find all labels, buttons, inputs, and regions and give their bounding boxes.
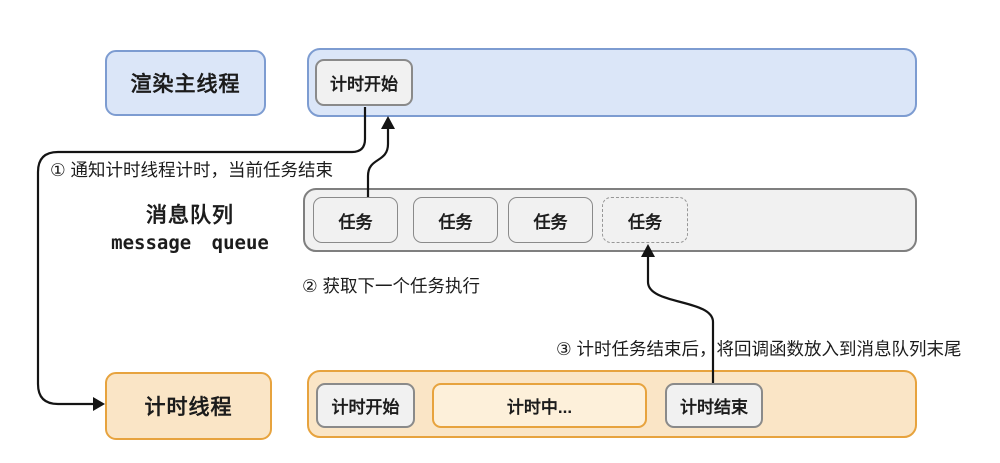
message-queue-title-zh: 消息队列 xyxy=(146,204,234,227)
timer-end-chip-label: 计时结束 xyxy=(680,398,748,417)
timer-thread-box: 计时线程 xyxy=(105,372,272,440)
task-box-1: 任务 xyxy=(313,197,398,243)
line-step2-next-task xyxy=(366,127,390,197)
task-label: 任务 xyxy=(438,212,473,232)
annotation-step3: ③ 计时任务结束后，将回调函数放入到消息队列末尾 xyxy=(556,339,962,359)
task-label: 任务 xyxy=(338,212,373,232)
timing-chip-label: 计时中... xyxy=(506,398,573,417)
timer-end-chip: 计时结束 xyxy=(665,383,763,428)
timer-start-chip-bottom: 计时开始 xyxy=(316,383,415,428)
task-box-2: 任务 xyxy=(413,197,498,243)
timer-start-chip-bottom-label: 计时开始 xyxy=(331,398,400,417)
annotation-step1: ① 通知计时线程计时，当前任务结束 xyxy=(50,160,334,180)
timer-start-chip-top-label: 计时开始 xyxy=(330,75,398,94)
line-step1-notify xyxy=(36,107,367,406)
render-thread-label: 渲染主线程 xyxy=(130,73,241,96)
task-box-3: 任务 xyxy=(508,197,593,243)
task-box-dashed: 任务 xyxy=(602,197,688,243)
arrowhead-step2 xyxy=(381,116,395,129)
line-step3-callback xyxy=(646,255,715,383)
message-queue-title: 消息队列 message queue xyxy=(70,199,310,254)
timing-chip: 计时中... xyxy=(432,383,647,428)
timer-thread-label: 计时线程 xyxy=(144,396,233,419)
message-queue-title-en: message queue xyxy=(111,232,269,254)
arrowhead-step1 xyxy=(93,397,105,411)
annotation-step2: ② 获取下一个任务执行 xyxy=(302,276,481,296)
timer-start-chip-top: 计时开始 xyxy=(315,59,413,106)
render-thread-box: 渲染主线程 xyxy=(105,50,266,116)
task-label: 任务 xyxy=(628,212,662,232)
task-label: 任务 xyxy=(533,212,568,232)
